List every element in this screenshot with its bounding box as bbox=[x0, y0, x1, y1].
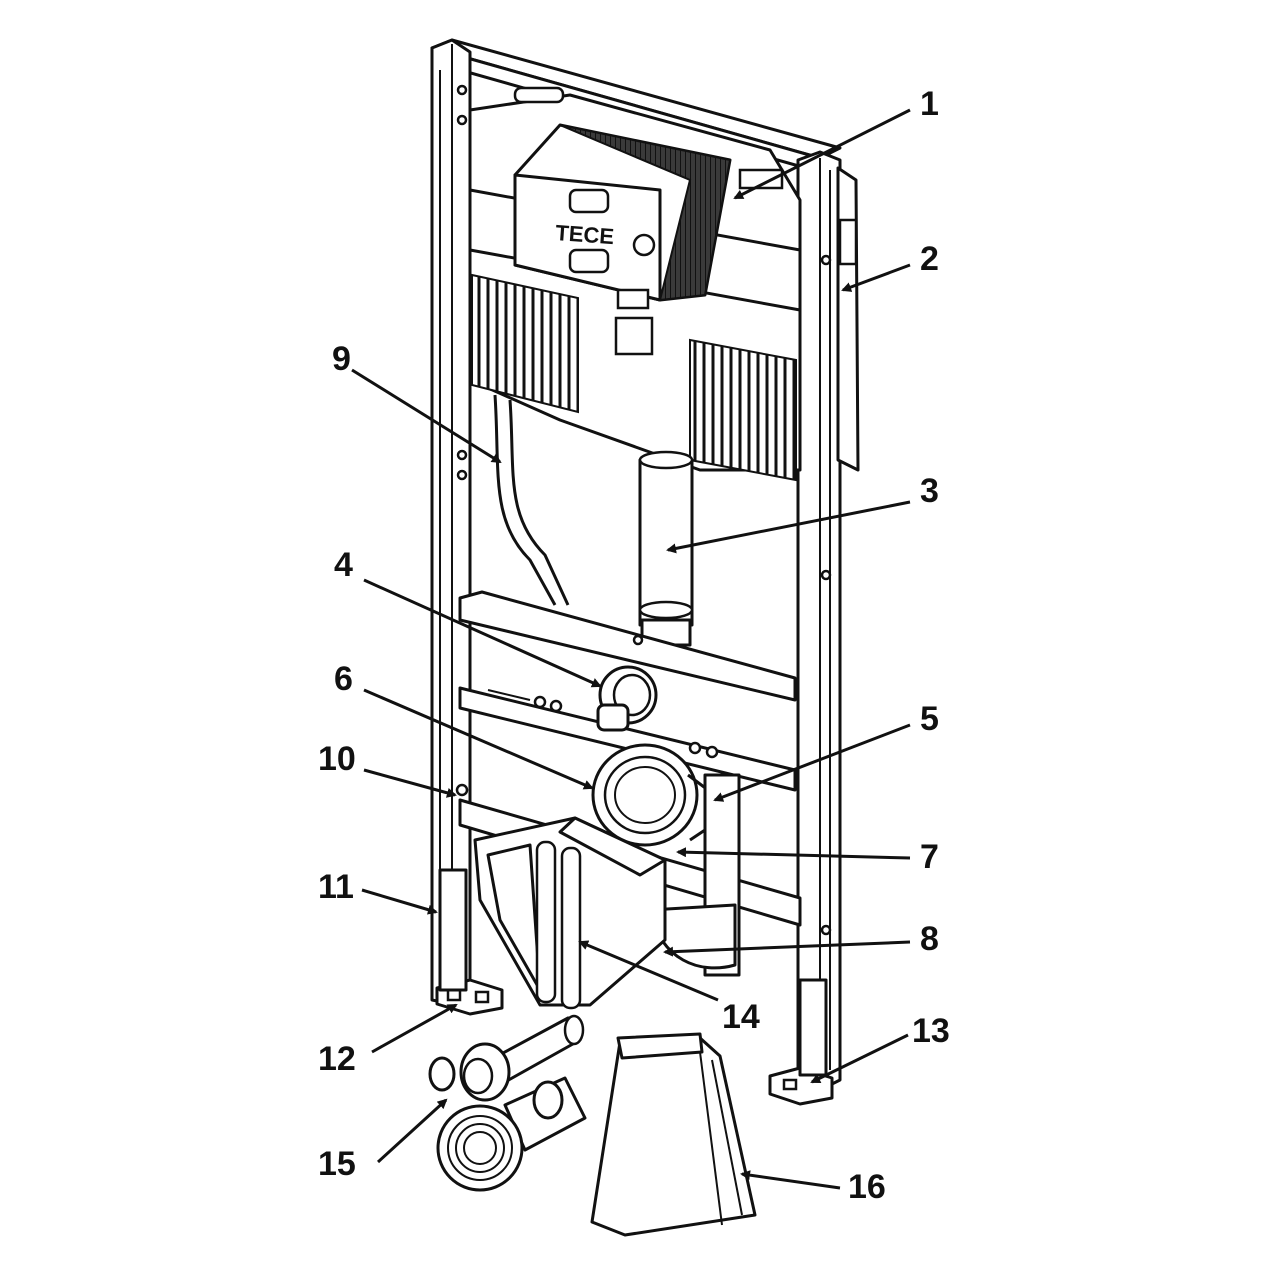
cistern-rib-panel-right bbox=[689, 338, 797, 482]
callout-16: 16 bbox=[848, 1168, 886, 1206]
bag-top bbox=[616, 1032, 704, 1060]
callout-14: 14 bbox=[722, 998, 760, 1036]
callout-6: 6 bbox=[334, 660, 353, 698]
connection-set bbox=[428, 1014, 587, 1192]
left-leg-extension bbox=[438, 868, 468, 992]
part-1-block bbox=[738, 168, 784, 190]
sealing-collar bbox=[436, 1104, 524, 1192]
middle-crossbar bbox=[458, 686, 797, 792]
leader-4 bbox=[363, 578, 602, 688]
connector-block bbox=[616, 288, 650, 310]
leader-16 bbox=[740, 1170, 841, 1190]
side-bracket-clip bbox=[838, 218, 858, 266]
side-bracket bbox=[836, 166, 860, 472]
leader-14 bbox=[578, 940, 719, 1002]
waste-connector bbox=[591, 743, 710, 847]
leader-lines bbox=[351, 108, 911, 1190]
callout-5: 5 bbox=[920, 700, 939, 738]
callout-2: 2 bbox=[920, 240, 939, 278]
logo-mark-bottom bbox=[568, 248, 610, 274]
callout-8: 8 bbox=[920, 920, 939, 958]
logo-circle bbox=[632, 233, 656, 257]
cover-top bbox=[558, 816, 667, 877]
flush-pipe bbox=[638, 450, 694, 647]
callout-7: 7 bbox=[920, 838, 939, 876]
cover-rib-1 bbox=[535, 840, 557, 1004]
callout-labels: 1 2 3 4 5 6 7 8 9 10 11 12 13 14 15 16 bbox=[318, 85, 950, 1206]
upper-crossbar bbox=[458, 590, 797, 702]
small-plug bbox=[428, 1056, 456, 1092]
leader-6 bbox=[363, 688, 594, 790]
leader-2 bbox=[841, 263, 911, 292]
flush-connector bbox=[596, 665, 658, 732]
logo-mark-top bbox=[568, 188, 610, 214]
cistern-rib-panel-left bbox=[471, 273, 579, 414]
leader-13 bbox=[810, 1033, 909, 1084]
callout-3: 3 bbox=[920, 472, 939, 510]
supply-hose bbox=[493, 394, 557, 606]
callout-9: 9 bbox=[332, 340, 351, 378]
cistern: TECE bbox=[468, 86, 802, 482]
leader-11 bbox=[361, 888, 438, 915]
supply-hose-inner bbox=[508, 399, 570, 606]
callout-12: 12 bbox=[318, 1040, 356, 1078]
leader-5 bbox=[713, 723, 911, 802]
top-valve bbox=[513, 86, 565, 104]
logo-panel bbox=[513, 173, 662, 302]
service-opening-top bbox=[559, 124, 732, 302]
leader-10 bbox=[363, 768, 457, 798]
leader-7 bbox=[676, 847, 911, 860]
leader-9 bbox=[351, 368, 502, 464]
protective-cover bbox=[473, 816, 667, 1010]
post-holes bbox=[455, 84, 832, 936]
leader-3 bbox=[666, 500, 911, 554]
right-leg-extension bbox=[798, 978, 828, 1077]
leader-12 bbox=[371, 1003, 458, 1054]
protective-bag bbox=[590, 1032, 757, 1237]
leader-1 bbox=[733, 108, 911, 200]
callout-11: 11 bbox=[318, 868, 354, 906]
callout-1: 1 bbox=[920, 85, 939, 123]
cover-rib-2 bbox=[560, 846, 582, 1010]
brand-logo: TECE bbox=[555, 220, 615, 249]
callout-10: 10 bbox=[318, 740, 356, 778]
leader-15 bbox=[376, 1098, 448, 1164]
callout-4: 4 bbox=[334, 546, 353, 584]
leader-8 bbox=[663, 940, 911, 957]
bag-body bbox=[590, 1036, 757, 1237]
callout-15: 15 bbox=[318, 1145, 356, 1183]
callout-13: 13 bbox=[912, 1012, 950, 1050]
reducer-cap bbox=[532, 1080, 564, 1120]
inspection-square bbox=[614, 316, 654, 356]
